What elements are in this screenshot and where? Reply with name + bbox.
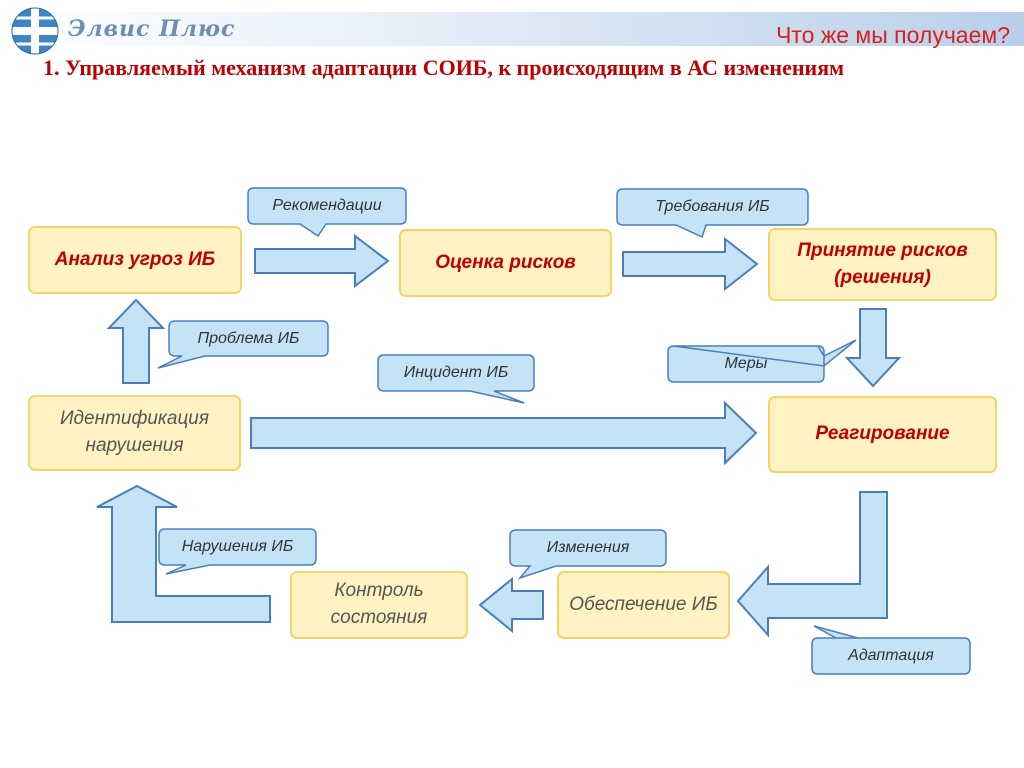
arrow-identification-to-analysis: [106, 298, 166, 384]
arrow-response-to-provision: [736, 491, 888, 638]
node-identification: Идентификация нарушения: [28, 395, 241, 471]
arrow-acceptance-to-response: [844, 308, 902, 388]
callout-violations-shape: [158, 528, 317, 575]
callout-measures-shape: [667, 339, 857, 383]
slide-subtitle: 1. Управляемый механизм адаптации СОИБ, …: [43, 55, 845, 80]
callout-changes: Изменения: [546, 539, 630, 556]
arrow-assessment-to-acceptance: [622, 236, 759, 292]
callout-incident-shape: [377, 354, 535, 404]
arrow-identification-to-response: [250, 400, 758, 466]
callout-violations: Нарушения ИБ: [181, 538, 294, 555]
header-band: [0, 12, 1024, 46]
arrow-analysis-to-assessment: [254, 233, 390, 289]
callout-adaptation: Адаптация: [848, 647, 934, 664]
brand-name: Элвис Плюс: [68, 16, 236, 42]
callout-requirements: Требования ИБ: [655, 198, 770, 215]
node-security-provision: Обеспечение ИБ: [557, 571, 730, 639]
node-risk-assessment: Оценка рисков: [399, 229, 612, 297]
callout-problem-shape: [157, 320, 329, 369]
arrow-control-to-identification: [96, 484, 271, 623]
node-threat-analysis: Анализ угроз ИБ: [28, 226, 242, 294]
callout-requirements-shape: [616, 188, 809, 239]
arrow-provision-to-control: [478, 576, 544, 634]
node-response: Реагирование: [768, 396, 997, 473]
globe-logo-icon: [11, 7, 59, 55]
node-state-control: Контроль состояния: [290, 571, 468, 639]
callout-adaptation-shape: [811, 625, 971, 675]
callout-measures: Меры: [724, 355, 768, 372]
callout-problem: Проблема ИБ: [197, 329, 300, 347]
node-risk-acceptance: Принятие рисков (решения): [768, 228, 997, 301]
callout-incident: Инцидент ИБ: [403, 364, 509, 381]
callout-recommendations: Рекомендации: [272, 197, 382, 214]
callout-recommendations-shape: [247, 187, 407, 238]
page-title: Что же мы получаем?: [776, 22, 1010, 48]
callout-changes-shape: [509, 529, 667, 580]
